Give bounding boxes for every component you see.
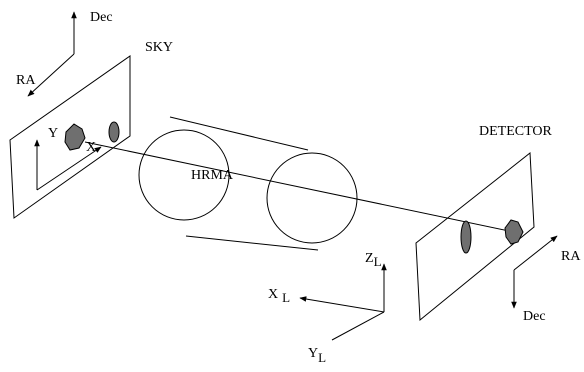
hrma-cylinder: HRMA bbox=[138, 116, 358, 251]
hrma-rear-aperture bbox=[266, 152, 358, 244]
sky-x-axis-arrow bbox=[36, 146, 102, 191]
detector-ra-label: RA bbox=[561, 249, 581, 264]
y-axis-label: YL bbox=[308, 346, 326, 365]
detector-plane bbox=[415, 152, 535, 322]
detector-title: DETECTOR bbox=[479, 124, 553, 139]
y-axis-line bbox=[331, 311, 385, 341]
sky-source-ellipse bbox=[108, 121, 120, 143]
hrma-front-aperture bbox=[138, 129, 230, 221]
sky-title: SKY bbox=[145, 40, 173, 55]
z-axis-label: ZL bbox=[365, 251, 382, 269]
sky-coordinate-arrows: Dec RA bbox=[16, 10, 113, 97]
sky-plane: Y X bbox=[9, 55, 131, 219]
detector-image-ellipse bbox=[460, 220, 472, 254]
detector-ra-arrow bbox=[513, 235, 558, 271]
sky-x-label: X bbox=[86, 140, 96, 155]
sky-source-blob bbox=[64, 123, 86, 151]
detector-image-blob bbox=[504, 219, 524, 245]
hrma-label: HRMA bbox=[191, 168, 234, 183]
sky-ra-arrow bbox=[27, 53, 75, 97]
optical-ray bbox=[84, 141, 515, 233]
detector-coordinate-arrows: RA Dec bbox=[511, 235, 581, 324]
sky-y-label: Y bbox=[48, 126, 58, 141]
sky-ra-label: RA bbox=[16, 73, 36, 88]
sky-dec-label: Dec bbox=[90, 10, 113, 25]
detector-dec-label: Dec bbox=[523, 309, 546, 324]
x-axis-arrow bbox=[299, 296, 385, 313]
